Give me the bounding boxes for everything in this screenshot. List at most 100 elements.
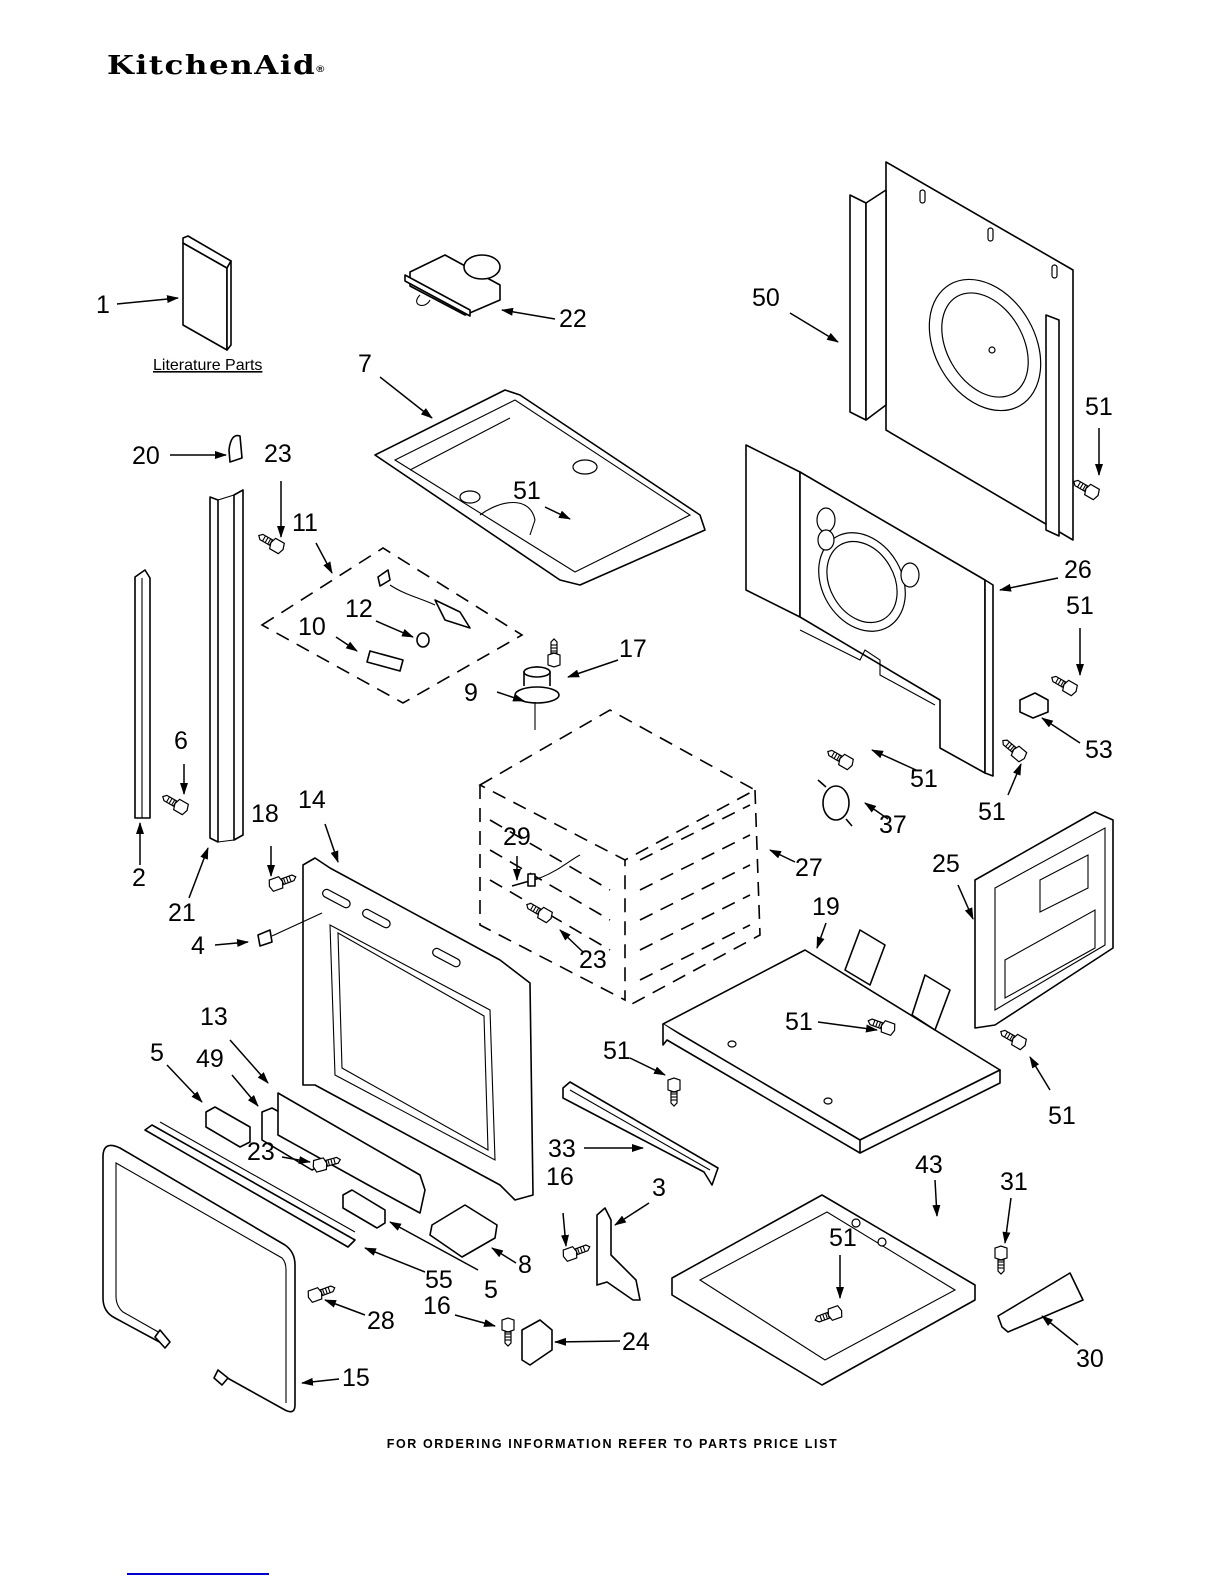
- callout-23: 23: [264, 440, 292, 468]
- callout-23: 23: [247, 1138, 275, 1166]
- callout-7: 7: [358, 350, 372, 378]
- callout-22: 22: [559, 305, 587, 333]
- screw-icon: [994, 1245, 1008, 1275]
- callout-5: 5: [484, 1276, 498, 1304]
- callout-3: 3: [652, 1174, 666, 1202]
- callout-24: 24: [622, 1328, 650, 1356]
- registered-mark: ®: [316, 64, 325, 75]
- callout-43: 43: [915, 1151, 943, 1179]
- screw-icon: [1048, 671, 1080, 698]
- callout-49: 49: [196, 1045, 224, 1073]
- callout-15: 15: [342, 1364, 370, 1392]
- screw-icon: [1070, 475, 1102, 502]
- part-37-thermostat: [817, 779, 853, 827]
- callout-51: 51: [1085, 393, 1113, 421]
- callout-51: 51: [513, 477, 541, 505]
- callout-21: 21: [168, 899, 196, 927]
- part-15-door-gasket: [102, 1144, 296, 1413]
- part-43-bottom-frame: [671, 1194, 976, 1386]
- part-7-top-panel: [374, 389, 706, 586]
- callout-33: 33: [548, 1135, 576, 1163]
- callout-5: 5: [150, 1039, 164, 1067]
- bottom-link[interactable]: [127, 1573, 269, 1575]
- part-20-end-cap: [228, 434, 243, 463]
- callout-26: 26: [1064, 556, 1092, 584]
- callout-37: 37: [879, 811, 907, 839]
- callout-51: 51: [785, 1008, 813, 1036]
- callout-17: 17: [619, 635, 647, 663]
- screw-icon: [997, 1025, 1029, 1052]
- part-4-bumper: [257, 912, 323, 947]
- part-50-rear-panel: [849, 161, 1074, 541]
- callout-29: 29: [503, 823, 531, 851]
- part-5-spacer-upper: [205, 1106, 251, 1148]
- part-30-toe-kick: [997, 1272, 1084, 1333]
- callout-1: 1: [96, 291, 110, 319]
- part-29-sensor: [511, 854, 581, 887]
- part-8-bracket: [429, 1204, 498, 1258]
- part-25-side-panel: [974, 811, 1114, 1029]
- part-14-front-frame: [302, 857, 534, 1201]
- part-13-vent-baffle: [277, 1092, 426, 1214]
- part-11-lamp-kit: [260, 547, 524, 704]
- callout-12: 12: [345, 595, 373, 623]
- part-9-fan-motor: [514, 666, 560, 730]
- callout-labels: 1 22 50 7 51 20 23 51 11 26 12 10 51 17 …: [96, 284, 1113, 1392]
- part-5-spacer-lower: [342, 1189, 386, 1229]
- callout-16: 16: [546, 1163, 574, 1191]
- callout-50: 50: [752, 284, 780, 312]
- screw-icon: [305, 1281, 338, 1304]
- callout-19: 19: [812, 893, 840, 921]
- callout-51: 51: [1048, 1102, 1076, 1130]
- ordering-info-note: FOR ORDERING INFORMATION REFER TO PARTS …: [386, 1437, 839, 1451]
- callout-27: 27: [795, 854, 823, 882]
- callout-9: 9: [464, 679, 478, 707]
- part-27-oven-cavity: [478, 709, 761, 1006]
- callout-55: 55: [425, 1266, 453, 1294]
- callout-20: 20: [132, 442, 160, 470]
- part-26-inner-rear-panel: [745, 444, 994, 777]
- part-53-bracket: [1019, 692, 1049, 719]
- callout-51: 51: [978, 798, 1006, 826]
- callout-51: 51: [603, 1037, 631, 1065]
- callout-51: 51: [829, 1224, 857, 1252]
- callout-28: 28: [367, 1307, 395, 1335]
- brand-name: KitchenAid: [107, 50, 317, 81]
- callout-53: 53: [1085, 736, 1113, 764]
- callout-4: 4: [191, 932, 205, 960]
- leader-lines: [116, 295, 1103, 1386]
- part-22-control-assembly: [404, 254, 501, 317]
- part-21-side-trim: [209, 489, 244, 843]
- callout-13: 13: [200, 1003, 228, 1031]
- callout-18: 18: [251, 800, 279, 828]
- callout-30: 30: [1076, 1345, 1104, 1373]
- kitchenaid-logo: KitchenAid®: [107, 50, 324, 81]
- callout-51: 51: [1066, 592, 1094, 620]
- screw-icon: [547, 638, 561, 668]
- part-literature-booklet: [182, 235, 232, 351]
- callout-25: 25: [932, 850, 960, 878]
- screw-icon: [998, 735, 1029, 764]
- part-19-bottom-cover: [662, 929, 1001, 1154]
- screw-icon: [501, 1317, 515, 1347]
- callout-14: 14: [298, 786, 326, 814]
- screw-icon: [159, 790, 191, 817]
- callout-10: 10: [298, 613, 326, 641]
- part-24-hinge-receptacle: [521, 1319, 553, 1366]
- callout-2: 2: [132, 864, 146, 892]
- callout-31: 31: [1000, 1168, 1028, 1196]
- callout-23: 23: [579, 946, 607, 974]
- literature-parts-caption: Literature Parts: [153, 357, 262, 374]
- screw-icon: [523, 898, 555, 925]
- screw-icon: [266, 870, 299, 893]
- callout-8: 8: [518, 1251, 532, 1279]
- callout-16: 16: [423, 1292, 451, 1320]
- callout-6: 6: [174, 727, 188, 755]
- part-2-side-trim-rail: [134, 569, 151, 819]
- part-33-trim-angle: [562, 1081, 719, 1186]
- part-3-hinge-bracket: [596, 1207, 641, 1301]
- callout-51: 51: [910, 765, 938, 793]
- screw-icon: [824, 745, 856, 772]
- screw-icon: [667, 1077, 681, 1107]
